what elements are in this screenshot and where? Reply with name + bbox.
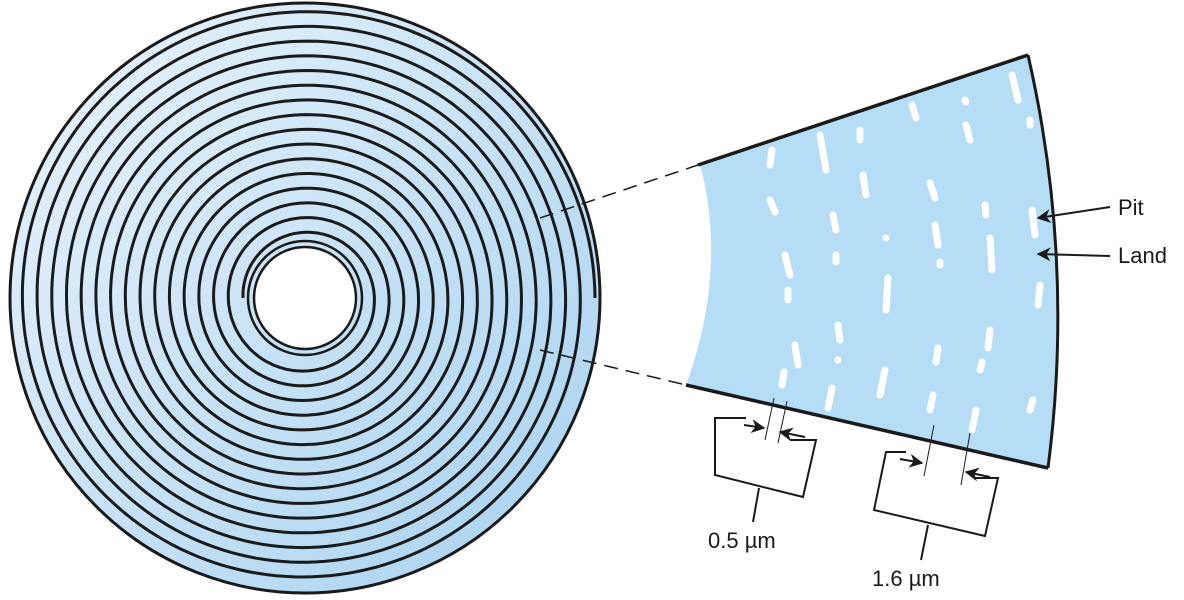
pit-mark xyxy=(834,321,844,344)
land-arrow xyxy=(1036,247,1111,262)
pit-spacing-label: 1.6 µm xyxy=(872,566,940,591)
pit-mark xyxy=(1028,206,1039,239)
pit-label: Pit xyxy=(1118,195,1144,220)
pit-mark xyxy=(882,274,892,314)
pit-mark xyxy=(876,366,889,399)
pit-mark xyxy=(962,121,974,144)
pit-mark xyxy=(976,358,986,374)
sector-edge-outer xyxy=(1026,54,1060,469)
pit-mark xyxy=(968,406,980,434)
sector-edge-bottom xyxy=(685,383,1049,470)
pit-mark xyxy=(829,211,840,234)
pit-mark xyxy=(984,326,994,352)
disc xyxy=(8,1,602,595)
pit-mark xyxy=(1034,281,1044,309)
pit-mark xyxy=(932,344,942,366)
center-hole xyxy=(252,245,358,351)
pit-mark xyxy=(781,251,794,279)
pit-callout: Pit xyxy=(1036,195,1144,224)
pit-mark xyxy=(1026,396,1037,414)
magnified-sector xyxy=(685,53,1060,470)
zoom-guide-bottom xyxy=(539,349,687,386)
pit-mark xyxy=(766,196,779,216)
pit-mark xyxy=(791,341,802,369)
track-pitch-label: 0.5 µm xyxy=(708,528,776,553)
pit-mark xyxy=(766,146,776,169)
pit-mark xyxy=(824,384,836,412)
pit-mark xyxy=(961,96,970,106)
pit-mark xyxy=(1008,71,1022,104)
pit-mark xyxy=(908,101,920,122)
pit-mark xyxy=(778,368,788,389)
pit-spacing-dimension xyxy=(872,424,1000,561)
land-callout: Land xyxy=(1036,243,1167,268)
land-label: Land xyxy=(1118,243,1167,268)
pit-mark xyxy=(931,221,942,249)
sector-edge-top xyxy=(697,53,1029,167)
pit-mark xyxy=(816,131,830,174)
track-pitch-dimension xyxy=(714,397,818,523)
spiral-track xyxy=(20,10,597,579)
pit-mark xyxy=(926,391,937,414)
sector-fill xyxy=(686,56,1058,468)
pits xyxy=(766,71,1044,434)
pit-mark xyxy=(986,234,996,274)
pit-arrow xyxy=(1036,206,1111,224)
pit-mark xyxy=(859,171,870,199)
hub-ring xyxy=(246,239,364,357)
zoom-guide-top xyxy=(539,164,699,219)
zoom-guides xyxy=(539,164,699,386)
pit-mark xyxy=(926,179,939,202)
track-pitch-bracket xyxy=(714,417,818,499)
pit-mark xyxy=(981,201,990,219)
